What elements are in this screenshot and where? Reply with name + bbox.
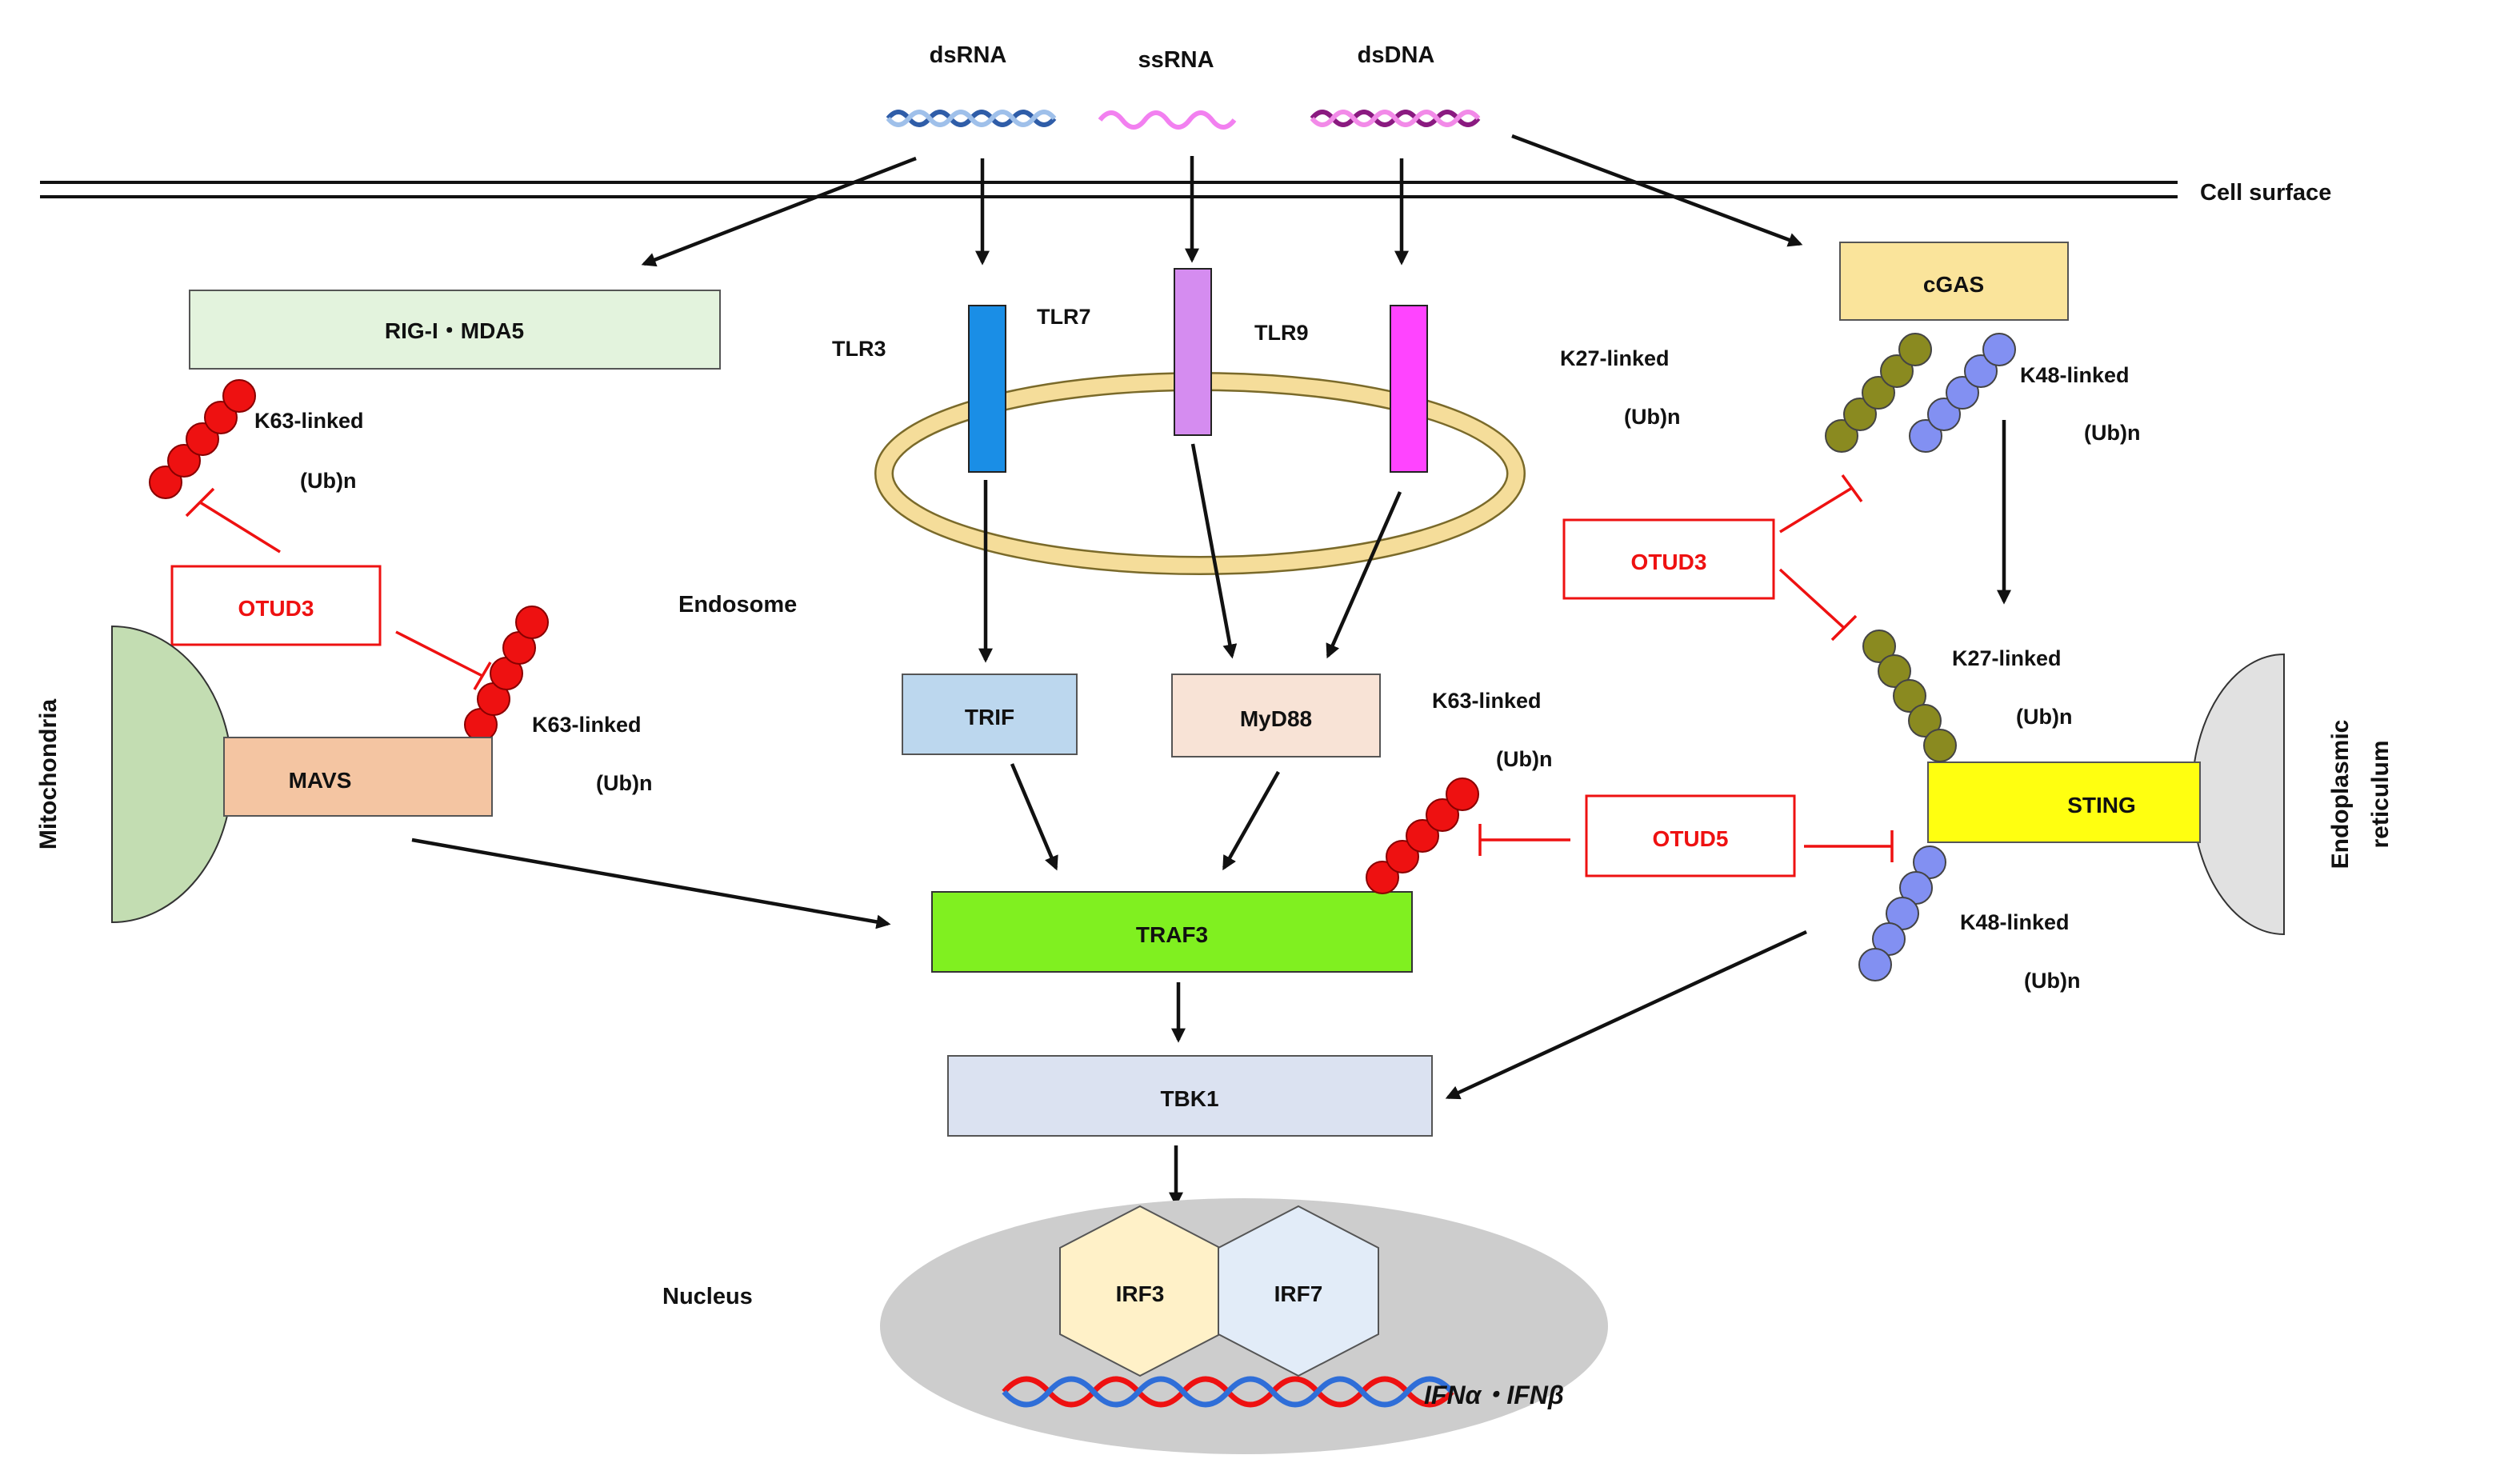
k48-cgas-label-1: K48-linked xyxy=(2020,363,2130,387)
k48-ub-chain-sting xyxy=(1858,845,1946,981)
cgas-label: cGAS xyxy=(1923,272,1984,297)
mavs-label: MAVS xyxy=(289,768,352,793)
tlr9-label: TLR9 xyxy=(1254,321,1309,345)
otud3-right-box: OTUD3 xyxy=(1562,518,1775,600)
ssrna-label: ssRNA xyxy=(1138,47,1214,73)
cell-surface-label: Cell surface xyxy=(2200,180,2331,206)
k48-sting-label-1: K48-linked xyxy=(1960,910,2070,934)
sting-label: STING xyxy=(2067,793,2136,817)
otud3-inhibits-sting-k27 xyxy=(1778,568,1858,642)
tlr7-label: TLR7 xyxy=(1037,305,1091,329)
k63-traf3-label-1: K63-linked xyxy=(1432,689,1542,713)
k63-traf3-label-2: (Ub)n xyxy=(1496,747,1552,771)
endosome-label: Endosome xyxy=(678,592,797,618)
irf7-hexagon: IRF7 xyxy=(1218,1205,1379,1377)
k48-sting-label-2: (Ub)n xyxy=(2024,969,2080,993)
dsdna-label: dsDNA xyxy=(1358,42,1435,68)
cell-membrane xyxy=(40,181,2178,198)
mitochondria-label: Mitochondria xyxy=(35,699,62,850)
k27-cgas-label-2: (Ub)n xyxy=(1624,405,1680,429)
k63-mavs-label-2: (Ub)n xyxy=(596,771,652,795)
sting-box: STING xyxy=(1927,761,2201,843)
tlr3-label: TLR3 xyxy=(832,337,886,361)
k27-sting-label-1: K27-linked xyxy=(1952,646,2062,670)
rig-mda5-box: RIG-I・MDA5 xyxy=(189,290,721,370)
mitochondria-shape xyxy=(111,625,233,924)
otud5-box: OTUD5 xyxy=(1585,794,1796,877)
k27-sting-label-2: (Ub)n xyxy=(2016,705,2072,729)
otud3-inhibits-rig-k63 xyxy=(185,487,281,554)
er-label-1: Endoplasmic xyxy=(2327,720,2354,869)
irf7-label: IRF7 xyxy=(1274,1281,1323,1306)
endoplasmic-reticulum-shape xyxy=(2191,653,2285,936)
otud3-inhibits-cgas-k27 xyxy=(1779,474,1863,534)
traf3-label: TRAF3 xyxy=(1136,922,1208,947)
tlr9-receptor xyxy=(1390,305,1428,473)
er-label-2: reticulum xyxy=(2367,740,2394,848)
k27-ub-chain-cgas xyxy=(1825,333,1932,453)
dsrna-helix-icon xyxy=(886,110,1057,127)
otud3-inhibits-mavs-k63 xyxy=(395,630,492,690)
dsrna-label: dsRNA xyxy=(930,42,1007,68)
myd88-box: MyD88 xyxy=(1171,674,1381,757)
traf3-box: TRAF3 xyxy=(931,891,1413,973)
k63-ub-chain-traf3 xyxy=(1366,777,1479,894)
nucleus-label: Nucleus xyxy=(662,1284,753,1309)
ifn-genes-label: IFNα・IFNβ xyxy=(1424,1381,1564,1409)
otud5-inhibits-sting-k48 xyxy=(1804,830,1894,862)
irf3-label: IRF3 xyxy=(1116,1281,1165,1306)
ssrna-strand-icon xyxy=(1098,110,1237,130)
ifn-dna-helix-icon xyxy=(1002,1376,1454,1408)
myd88-label: MyD88 xyxy=(1240,706,1312,731)
tlr7-receptor xyxy=(1174,268,1212,436)
mavs-box: MAVS xyxy=(223,737,493,817)
k63-ub-chain-mavs xyxy=(464,606,549,741)
otud5-inhibits-traf3-k63 xyxy=(1478,824,1570,856)
trif-box: TRIF xyxy=(902,674,1078,755)
rig-mda5-label: RIG-I・MDA5 xyxy=(385,318,524,343)
k48-cgas-label-2: (Ub)n xyxy=(2084,421,2140,445)
cgas-box: cGAS xyxy=(1839,242,2069,321)
k27-ub-chain-sting xyxy=(1862,630,1957,762)
k27-cgas-label-1: K27-linked xyxy=(1560,346,1670,370)
trif-label: TRIF xyxy=(965,705,1014,730)
otud3-right-label: OTUD3 xyxy=(1631,550,1707,574)
tlr3-receptor xyxy=(968,305,1006,473)
tbk1-label: TBK1 xyxy=(1160,1086,1218,1111)
dsdna-helix-icon xyxy=(1310,110,1481,127)
otud3-left-box: OTUD3 xyxy=(170,565,382,646)
otud5-label: OTUD5 xyxy=(1653,826,1729,851)
irf3-hexagon: IRF3 xyxy=(1059,1205,1221,1377)
otud3-left-label: OTUD3 xyxy=(238,596,314,621)
k48-ub-chain-cgas xyxy=(1909,333,2016,453)
k63-mavs-label-1: K63-linked xyxy=(532,713,642,737)
tbk1-box: TBK1 xyxy=(947,1055,1433,1137)
k63-rig-label-1: K63-linked xyxy=(254,409,364,433)
k63-ub-chain-rig xyxy=(149,379,256,499)
k63-rig-label-2: (Ub)n xyxy=(300,469,356,493)
